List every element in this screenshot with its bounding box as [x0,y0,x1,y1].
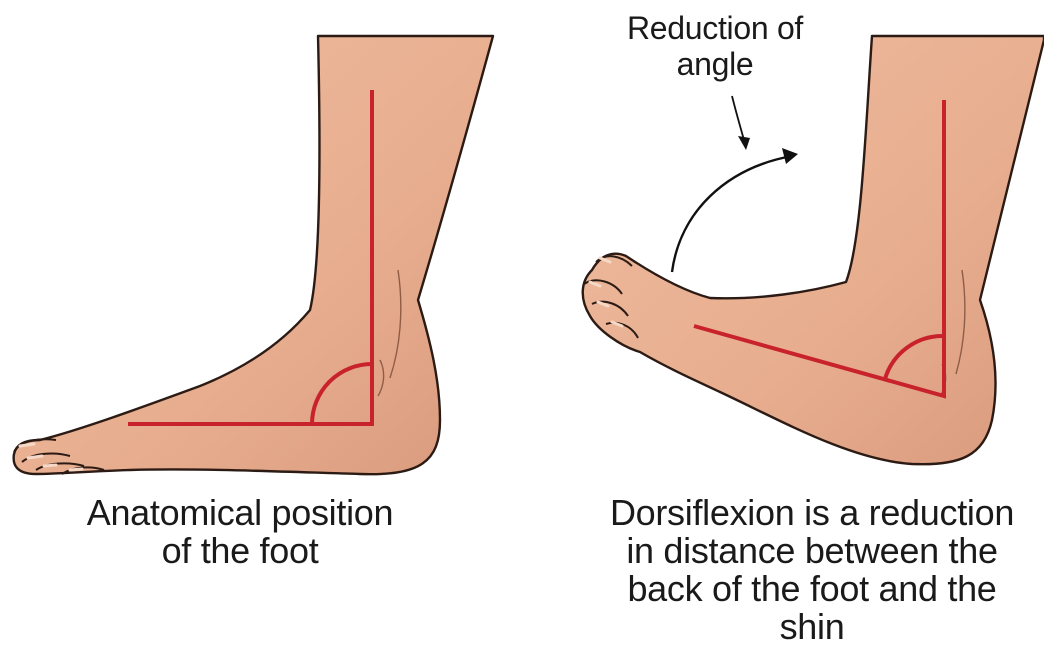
caption-line: shin [580,608,1044,646]
arrow-label: Reduction of angle [580,10,850,82]
caption-line: Dorsiflexion is a reduction [580,494,1044,532]
arrow-label-line: Reduction of [580,10,850,46]
rotation-arrow [672,148,798,272]
foot-anatomical [14,36,493,474]
caption-line: of the foot [40,532,440,570]
caption-line: Anatomical position [40,494,440,532]
caption-dorsiflexion: Dorsiflexion is a reduction in distance … [580,494,1044,646]
foot-dorsiflexion [583,36,1044,464]
foot-anatomical-skin [14,36,493,474]
foot-dorsiflexion-skin [583,36,1044,464]
arrow-label-line: angle [580,46,850,82]
caption-line: back of the foot and the [580,570,1044,608]
rotation-arrow-curve [672,156,792,272]
caption-anatomical: Anatomical position of the foot [40,494,440,570]
rotation-arrow-head [782,148,798,164]
caption-line: in distance between the [580,532,1044,570]
label-pointer-arrow [732,96,750,150]
